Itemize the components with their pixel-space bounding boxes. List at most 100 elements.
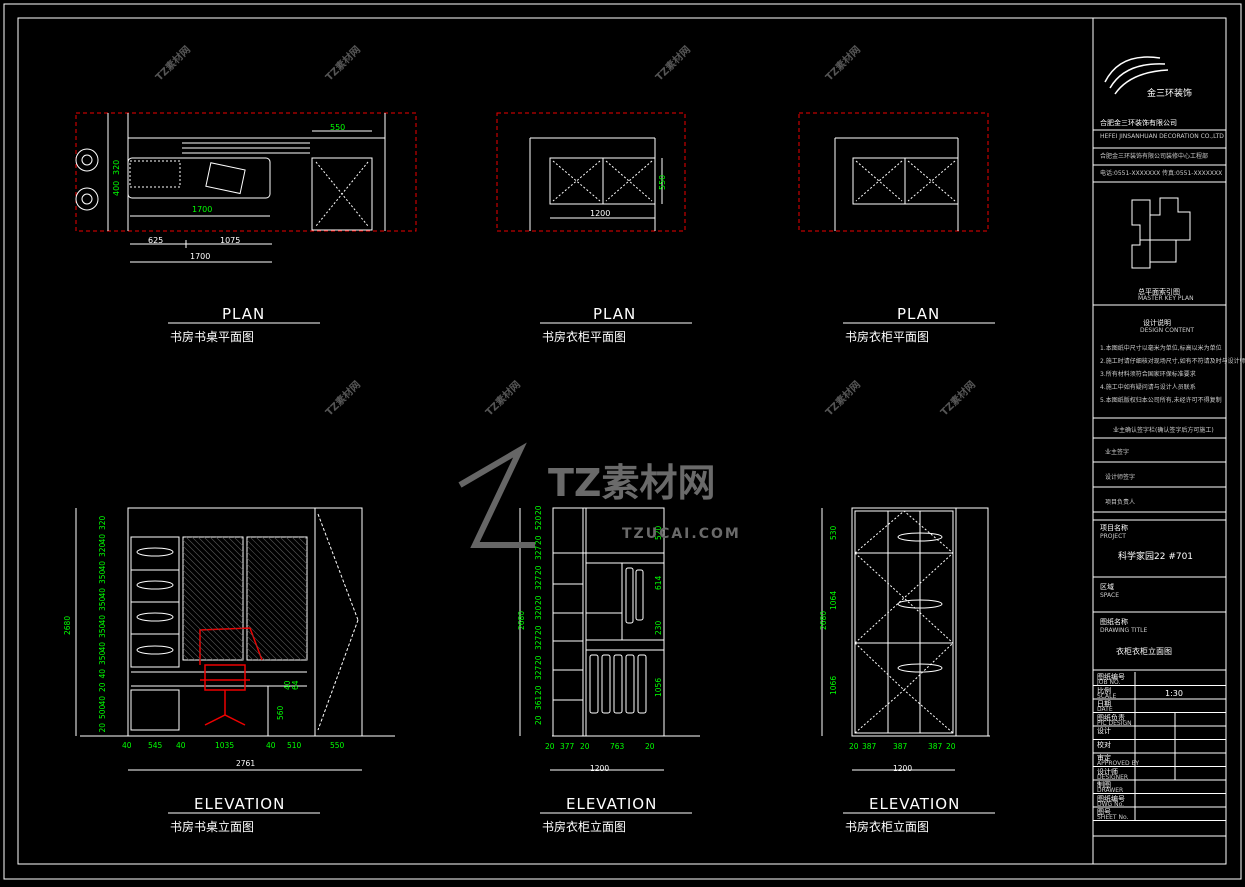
elev1-dim-bottom-4: 40 [266,741,276,750]
elev2-dim-left-4: 20 [534,565,543,575]
approval-3: 项目负责人 [1105,499,1136,506]
company-name-cn: 合肥金三环装饰有限公司 [1100,119,1177,127]
elev2-dim-left-5: 327 [534,575,543,590]
elev1-dim-inner-2: 64 [291,680,300,690]
elevation-wardrobe-doors [821,507,990,771]
elev1-dim-left-10: 350 [98,650,107,665]
meta-row-3-en: PIC DESIGN [1097,719,1132,727]
elev2-dim-left-13: 361 [534,695,543,710]
company-phone: 电话:0551-XXXXXXX [1100,170,1161,177]
meta-row-9-cn: 图纸编号 [1097,794,1125,803]
plan-desk-boundary [75,112,417,232]
elevation-wardrobe-interior [519,507,700,771]
elev1-dim-bottom-0: 40 [122,741,132,750]
elev1-dim-left-13: 40 [98,696,107,706]
meta-row-1-value: 1:30 [1165,688,1183,698]
elev2-subtitle: 书房衣柜立面图 [542,820,627,834]
elev1-title: ELEVATION [194,795,286,813]
elev1-dim-inner-1: 40 [283,680,292,690]
elev1-dim-left-8: 350 [98,623,107,638]
elev1-dim-left-4: 350 [98,569,107,584]
plan3-title: PLAN [897,305,941,323]
elev1-dim-total: 2761 [236,759,255,768]
elev3-dim-bottom-4: 20 [946,742,956,751]
title-block-meta-grid [1093,672,1226,821]
drawing-title-label-cn: 图纸名称 [1100,618,1128,626]
hanging-clothes-icons [589,567,647,714]
elev1-subtitle: 书房书桌立面图 [170,820,255,834]
elev3-dim-bottom-2: 387 [893,742,908,751]
elev3-title: ELEVATION [869,795,961,813]
elev2-dim-left-7: 320 [534,605,543,620]
elevation-desk [75,507,395,771]
plan-wardrobe-1 [496,112,686,232]
elev1-dim-left-0: 320 [98,515,107,530]
elev1-dim-bottom-1: 545 [148,741,163,750]
meta-row-10-en: SHEET No. [1097,814,1129,821]
outer-border [3,3,1242,880]
elev2-dim-bottom-2: 20 [580,742,590,751]
space-label-en: SPACE [1100,592,1120,599]
meta-row-1-en: SCALE [1097,692,1117,700]
elev2-dim-bottom-4: 20 [645,742,655,751]
elev3-dim-height: 2680 [819,611,828,630]
elev3-dim-left-0: 530 [829,525,838,540]
plan2-dim-width: 1200 [590,209,610,218]
meta-row-0-cn: 图纸编号 [1097,673,1125,681]
elev3-dim-left-1: 1064 [829,591,838,610]
meta-row-4-cn: 设计 [1097,727,1111,735]
elev1-dim-left-5: 40 [98,588,107,598]
design-notes-title-en: DESIGN CONTENT [1140,327,1195,334]
elev2-dim-right-0: 520 [654,525,663,540]
elev2-title: ELEVATION [566,795,658,813]
key-plan-label-cn: 总平面索引图 [1138,288,1180,296]
plan1-title: PLAN [222,305,266,323]
meta-row-10-cn: 图号 [1097,808,1111,816]
meta-row-8-en: DRAWER [1097,787,1124,794]
plan-desk [75,112,417,263]
elev2-dim-left-11: 327 [534,665,543,680]
design-note-2: 2.施工时请仔细核对现场尺寸,如有不符请及时与设计师联系 [1100,358,1245,365]
elev1-dim-inner-0: 560 [276,705,285,720]
plan1-dim-left2: 320 [112,160,121,175]
meta-row-5-cn: 校对 [1097,740,1111,749]
meta-row-8-cn: 制图 [1097,781,1111,789]
elev1-dim-height: 2680 [63,616,72,635]
key-plan-thumbnail [1131,197,1191,269]
meta-row-7-cn: 设计师 [1097,767,1118,776]
elev2-dim-bottom-3: 763 [610,742,625,751]
design-note-4: 4.施工中如有疑问请与设计人员联系 [1100,384,1196,391]
plan1-dim-left1: 400 [112,181,121,196]
meta-row-2-en: DATE [1097,706,1113,713]
design-note-5: 5.本图纸版权归本公司所有,未经许可不得复制 [1100,397,1222,404]
watermark-logo-icon [458,442,535,548]
plan2-subtitle: 书房衣柜平面图 [542,330,627,344]
elev2-dim-right-1: 614 [654,575,663,590]
company-logo-icon [1104,56,1169,95]
company-line3: 合肥金三环装饰有限公司装修中心工程部 [1100,153,1209,160]
elev3-dim-bottom-3: 387 [928,742,943,751]
elev1-dim-left-11: 40 [98,669,107,679]
plan2-dim-depth: 550 [658,175,667,190]
elev1-dim-left-1: 40 [98,534,107,544]
elev2-dim-left-8: 20 [534,625,543,635]
elev2-dim-left-12: 20 [534,685,543,695]
meta-row-6-en: APPROVED BY [1097,760,1140,767]
elev1-dim-bottom-5: 510 [287,741,302,750]
elev2-dim-bottom-0: 20 [545,742,555,751]
elev1-dim-bottom-3: 1035 [215,741,234,750]
elev2-dim-left-2: 20 [534,535,543,545]
elev2-dim-right-3: 1056 [654,678,663,697]
elev3-dim-bottom-0: 20 [849,742,859,751]
elev1-hatch [182,536,308,661]
elev2-dim-bottom-1: 377 [560,742,575,751]
elev3-dim-left-2: 1066 [829,676,838,695]
space-label-cn: 区域 [1100,583,1114,591]
elev1-dim-left-7: 40 [98,615,107,625]
elev2-dim-left-3: 327 [534,545,543,560]
elev2-dim-left-9: 327 [534,635,543,650]
elev1-dim-left-6: 350 [98,596,107,611]
